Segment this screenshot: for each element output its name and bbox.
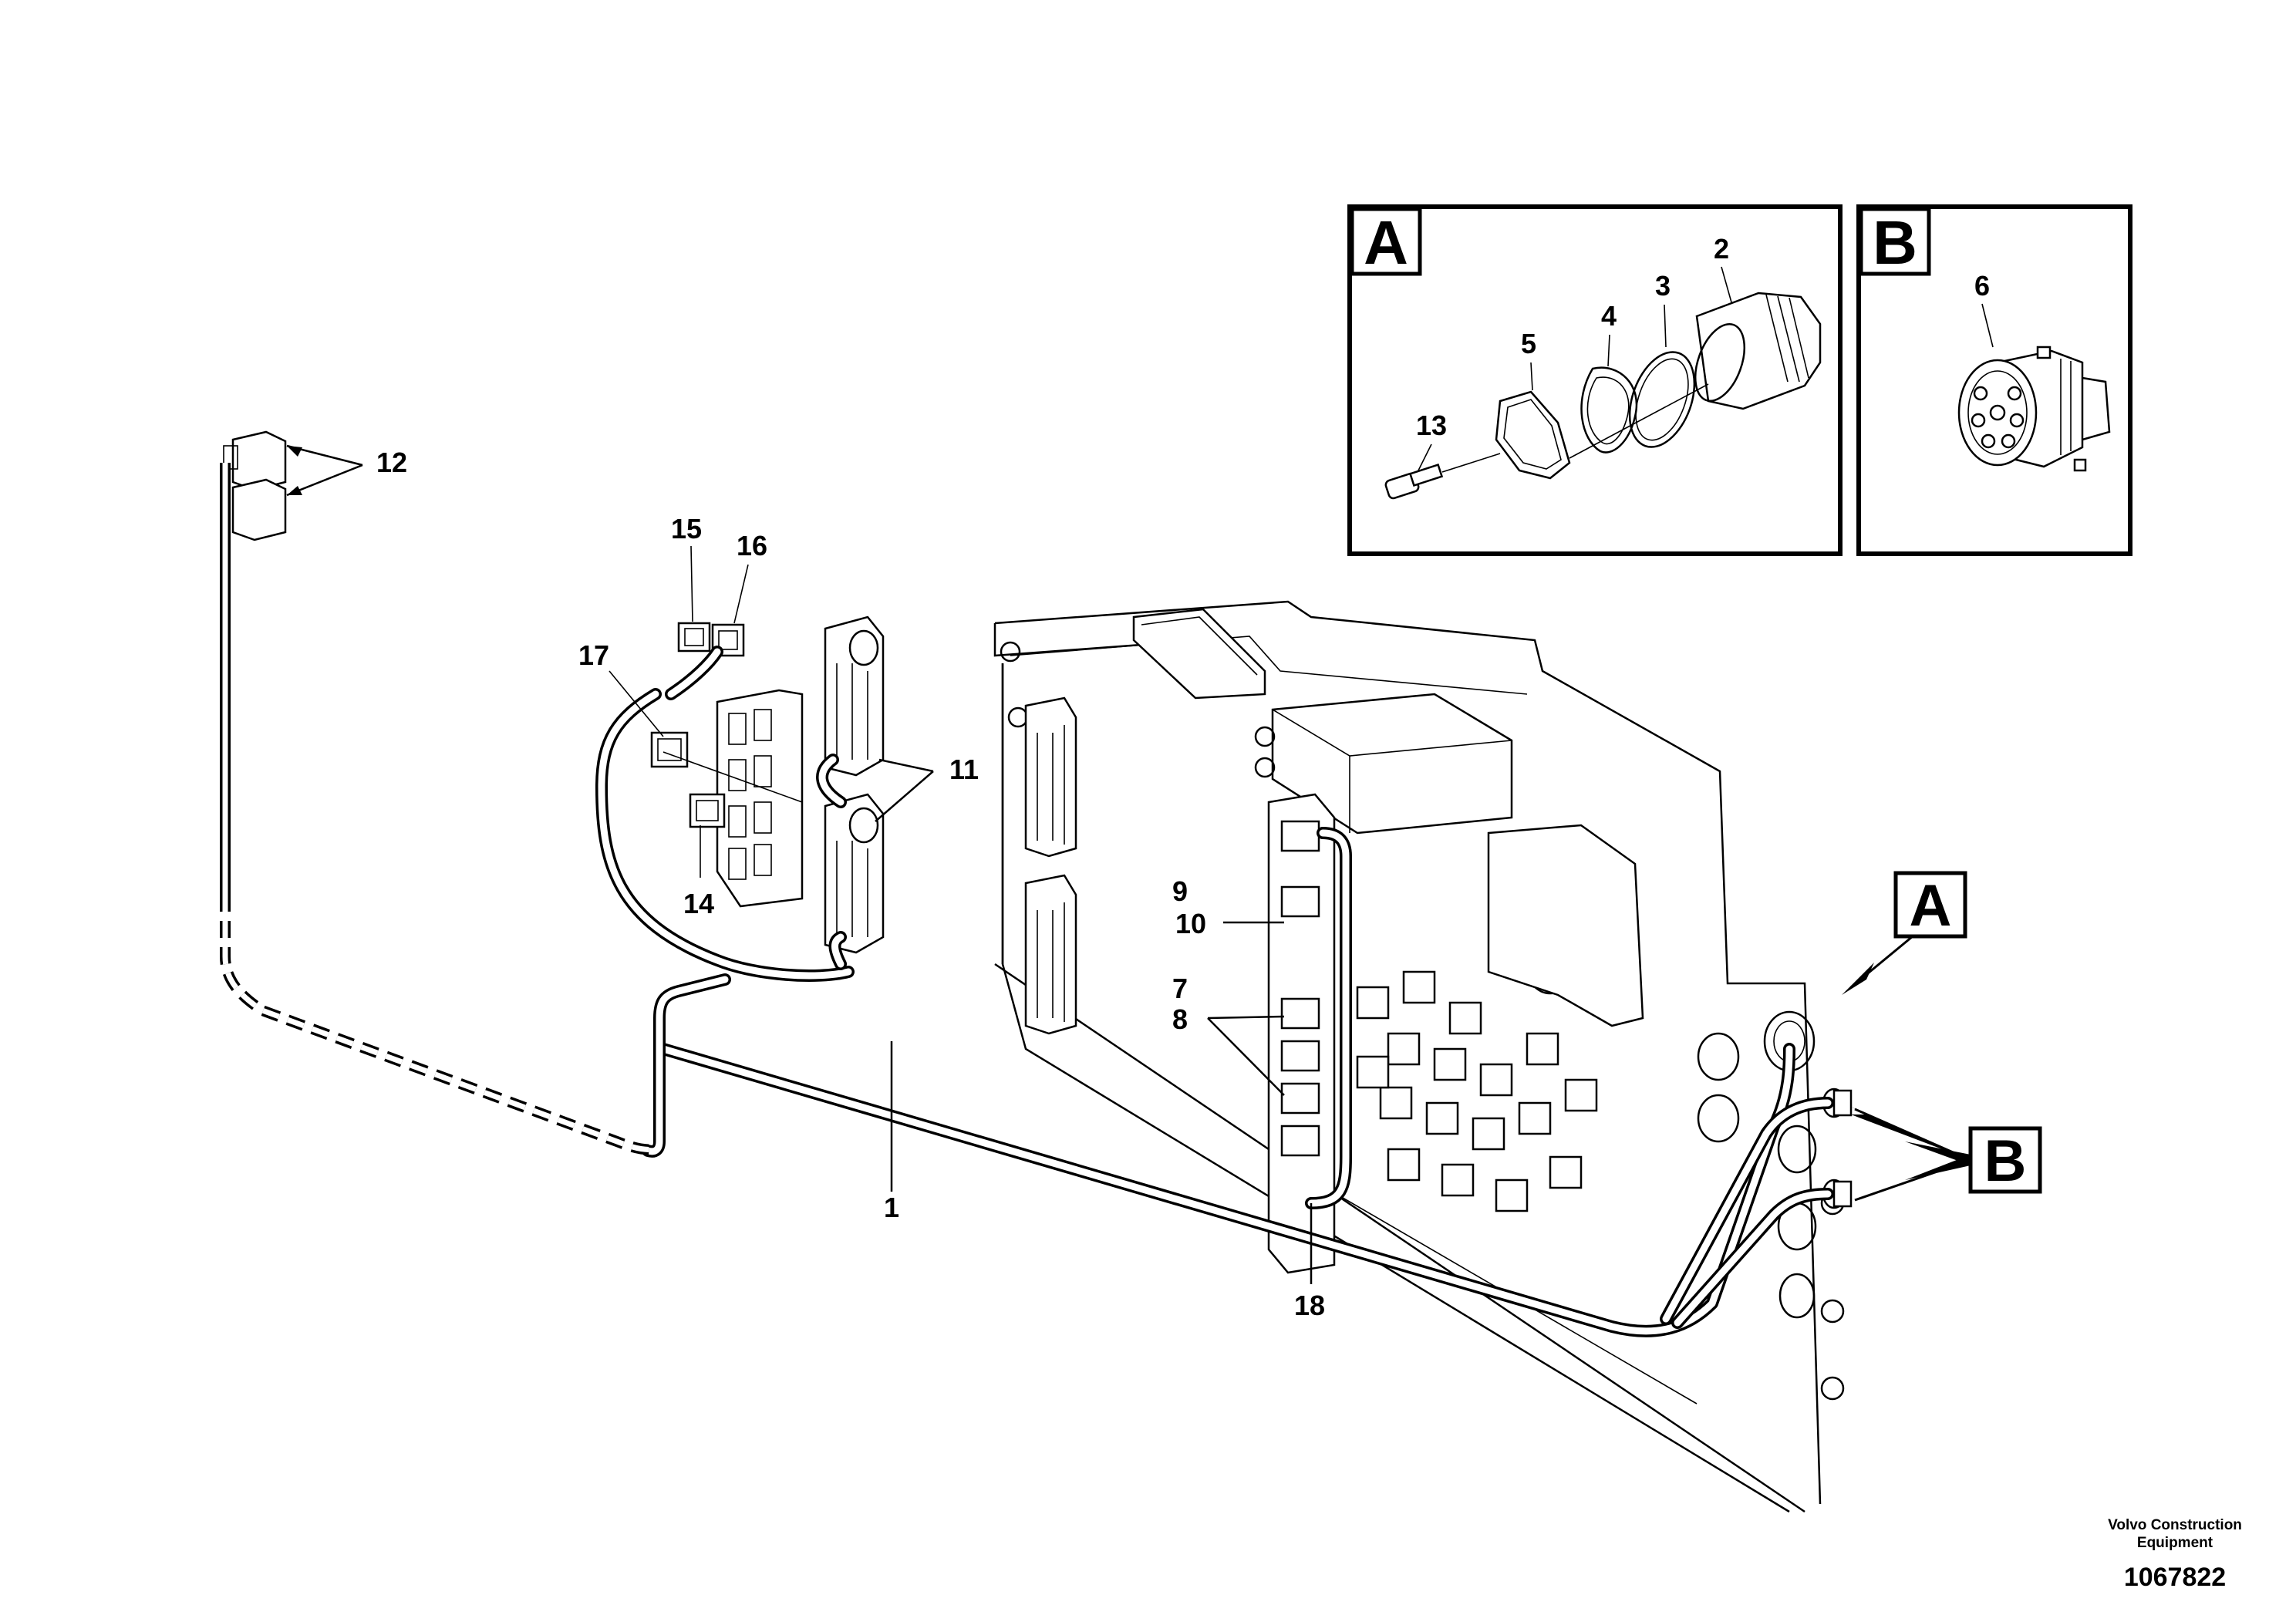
label-1: 1	[884, 1192, 899, 1223]
panel-connector-lower	[1024, 874, 1077, 1035]
detail-b-label: B	[1873, 208, 1917, 277]
label-4: 4	[1601, 300, 1617, 332]
label-17: 17	[578, 639, 609, 671]
callout-b: B	[1851, 1107, 2042, 1202]
connector-housing-2	[1694, 292, 1822, 410]
seal-4	[1580, 366, 1638, 454]
ecu-connector-11-lower	[824, 793, 885, 954]
callout-a-label: A	[1910, 873, 1952, 939]
label-15: 15	[671, 513, 702, 545]
label-11: 11	[949, 754, 979, 785]
footer: Volvo Construction Equipment 1067822	[2108, 1517, 2242, 1592]
callout-a: A	[1842, 871, 1967, 995]
connector-bracket-plate	[716, 689, 804, 908]
label-6: 6	[1974, 270, 1990, 302]
plug-connector-6	[1957, 346, 2111, 472]
fuse-relay-column	[1267, 793, 1336, 1274]
leader-lines	[286, 444, 1313, 1284]
label-18: 18	[1294, 1290, 1325, 1321]
footer-company-line2: Equipment	[2137, 1535, 2213, 1551]
label-5: 5	[1521, 328, 1536, 359]
label-7: 7	[1172, 973, 1188, 1004]
detail-a-label: A	[1364, 208, 1408, 277]
label-14: 14	[683, 888, 714, 919]
connector-17	[650, 731, 689, 768]
relay-grid	[1356, 970, 1598, 1212]
label-12: 12	[376, 447, 407, 478]
hex-nut-5	[1495, 390, 1571, 480]
fitting-b-lower	[1822, 1179, 1853, 1209]
label-2: 2	[1714, 233, 1729, 265]
bolt-13	[1384, 453, 1501, 500]
electrical-distribution-panel	[993, 600, 1853, 1513]
label-3: 3	[1655, 270, 1671, 302]
panel-connector-upper	[1024, 696, 1077, 858]
label-8: 8	[1172, 1003, 1188, 1035]
detail-a-inset: A	[1347, 204, 1843, 556]
label-13: 13	[1416, 410, 1447, 441]
relay-12-pair	[223, 430, 287, 541]
label-9: 9	[1172, 875, 1188, 907]
callout-b-label: B	[1984, 1128, 2027, 1194]
connector-15	[677, 622, 711, 653]
footer-company-line1: Volvo Construction	[2108, 1517, 2242, 1533]
label-10: 10	[1175, 908, 1206, 939]
label-16: 16	[737, 530, 767, 561]
detail-b-inset: B 6	[1856, 204, 2132, 556]
connector-14	[689, 793, 726, 828]
wiring-harness-1	[595, 646, 1834, 1337]
ecu-connector-11-upper	[824, 615, 885, 777]
relay-12-cable	[220, 463, 656, 1155]
part-labels: 12 11 15 16 17 14 9 10 7 8 1 18	[376, 447, 1325, 1321]
drawing-number: 1067822	[2124, 1563, 2226, 1592]
o-ring-3	[1628, 351, 1696, 448]
